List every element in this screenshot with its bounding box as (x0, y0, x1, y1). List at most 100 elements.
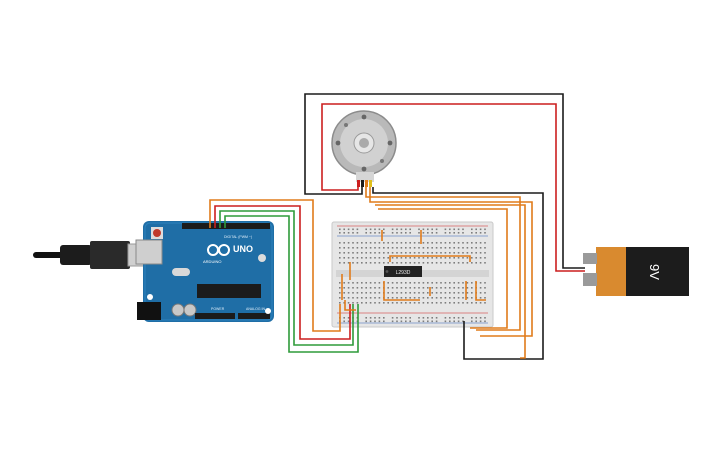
breadboard-hole[interactable] (449, 228, 451, 231)
breadboard-hole[interactable] (471, 228, 473, 231)
breadboard-hole[interactable] (413, 242, 416, 244)
breadboard-hole[interactable] (400, 287, 403, 289)
breadboard-hole[interactable] (383, 228, 385, 231)
breadboard-hole[interactable] (484, 247, 486, 249)
breadboard-hole[interactable] (471, 257, 473, 259)
breadboard-hole[interactable] (427, 292, 429, 294)
breadboard-hole[interactable] (418, 252, 420, 254)
breadboard-hole[interactable] (479, 252, 482, 254)
breadboard-hole[interactable] (427, 302, 429, 304)
breadboard-hole[interactable] (479, 257, 482, 259)
breadboard-hole[interactable] (347, 297, 350, 299)
breadboard-hole[interactable] (400, 262, 403, 264)
breadboard-hole[interactable] (457, 232, 460, 234)
breadboard-hole[interactable] (347, 228, 350, 231)
breadboard-hole[interactable] (431, 247, 433, 249)
breadboard-hole[interactable] (339, 287, 341, 289)
breadboard-hole[interactable] (475, 232, 477, 234)
breadboard-hole[interactable] (347, 262, 350, 264)
breadboard-hole[interactable] (418, 292, 420, 294)
breadboard-hole[interactable] (422, 317, 425, 319)
breadboard-hole[interactable] (427, 232, 429, 234)
breadboard-hole[interactable] (413, 262, 416, 264)
breadboard-hole[interactable] (471, 320, 473, 323)
breadboard-hole[interactable] (369, 262, 372, 264)
breadboard-hole[interactable] (400, 257, 403, 259)
breadboard-hole[interactable] (352, 282, 354, 284)
breadboard-hole[interactable] (457, 287, 460, 289)
breadboard-hole[interactable] (356, 297, 359, 299)
breadboard-hole[interactable] (462, 262, 464, 264)
breadboard-hole[interactable] (391, 232, 394, 234)
breadboard-hole[interactable] (365, 282, 367, 284)
breadboard-hole[interactable] (365, 287, 367, 289)
breadboard-hole[interactable] (457, 292, 460, 294)
breadboard-hole[interactable] (449, 252, 451, 254)
breadboard-hole[interactable] (457, 257, 460, 259)
breadboard-hole[interactable] (462, 247, 464, 249)
breadboard-hole[interactable] (484, 257, 486, 259)
breadboard-hole[interactable] (462, 317, 464, 319)
breadboard-hole[interactable] (378, 257, 381, 259)
breadboard-hole[interactable] (356, 247, 359, 249)
breadboard-hole[interactable] (400, 232, 403, 234)
breadboard-hole[interactable] (453, 228, 455, 231)
breadboard-hole[interactable] (365, 302, 367, 304)
breadboard-hole[interactable] (435, 317, 438, 319)
breadboard-hole[interactable] (471, 282, 473, 284)
breadboard-hole[interactable] (365, 257, 367, 259)
breadboard-hole[interactable] (383, 257, 385, 259)
breadboard-hole[interactable] (356, 242, 359, 244)
breadboard-hole[interactable] (391, 262, 394, 264)
breadboard-hole[interactable] (431, 287, 433, 289)
breadboard-hole[interactable] (413, 292, 416, 294)
breadboard-hole[interactable] (453, 262, 455, 264)
breadboard-hole[interactable] (374, 232, 376, 234)
breadboard-hole[interactable] (343, 228, 345, 231)
breadboard-hole[interactable] (444, 292, 447, 294)
breadboard-hole[interactable] (462, 282, 464, 284)
breadboard-hole[interactable] (479, 282, 482, 284)
breadboard-hole[interactable] (484, 292, 486, 294)
breadboard-hole[interactable] (479, 292, 482, 294)
breadboard-hole[interactable] (396, 242, 398, 244)
breadboard-hole[interactable] (352, 292, 354, 294)
breadboard-hole[interactable] (343, 317, 345, 319)
breadboard-hole[interactable] (484, 282, 486, 284)
breadboard-hole[interactable] (339, 252, 341, 254)
breadboard-hole[interactable] (444, 242, 447, 244)
breadboard-hole[interactable] (374, 302, 376, 304)
breadboard-hole[interactable] (396, 228, 398, 231)
breadboard-hole[interactable] (435, 247, 438, 249)
breadboard-hole[interactable] (396, 252, 398, 254)
breadboard-hole[interactable] (453, 252, 455, 254)
breadboard-hole[interactable] (431, 242, 433, 244)
breadboard-hole[interactable] (347, 287, 350, 289)
breadboard-hole[interactable] (453, 297, 455, 299)
breadboard-hole[interactable] (427, 320, 429, 323)
breadboard-hole[interactable] (369, 257, 372, 259)
breadboard-hole[interactable] (444, 262, 447, 264)
breadboard-hole[interactable] (435, 297, 438, 299)
breadboard-hole[interactable] (466, 282, 469, 284)
breadboard-hole[interactable] (413, 297, 416, 299)
breadboard-hole[interactable] (365, 320, 367, 323)
breadboard-hole[interactable] (396, 320, 398, 323)
breadboard-hole[interactable] (422, 297, 425, 299)
breadboard-hole[interactable] (462, 297, 464, 299)
breadboard-hole[interactable] (365, 317, 367, 319)
breadboard-hole[interactable] (479, 297, 482, 299)
breadboard-hole[interactable] (431, 320, 433, 323)
breadboard-hole[interactable] (343, 287, 345, 289)
breadboard-hole[interactable] (418, 287, 420, 289)
breadboard-hole[interactable] (475, 242, 477, 244)
breadboard-hole[interactable] (356, 262, 359, 264)
breadboard-hole[interactable] (343, 282, 345, 284)
breadboard-hole[interactable] (427, 287, 429, 289)
breadboard-hole[interactable] (422, 242, 425, 244)
breadboard-hole[interactable] (479, 247, 482, 249)
breadboard-hole[interactable] (462, 287, 464, 289)
breadboard-hole[interactable] (396, 257, 398, 259)
breadboard-hole[interactable] (378, 292, 381, 294)
breadboard-hole[interactable] (457, 252, 460, 254)
